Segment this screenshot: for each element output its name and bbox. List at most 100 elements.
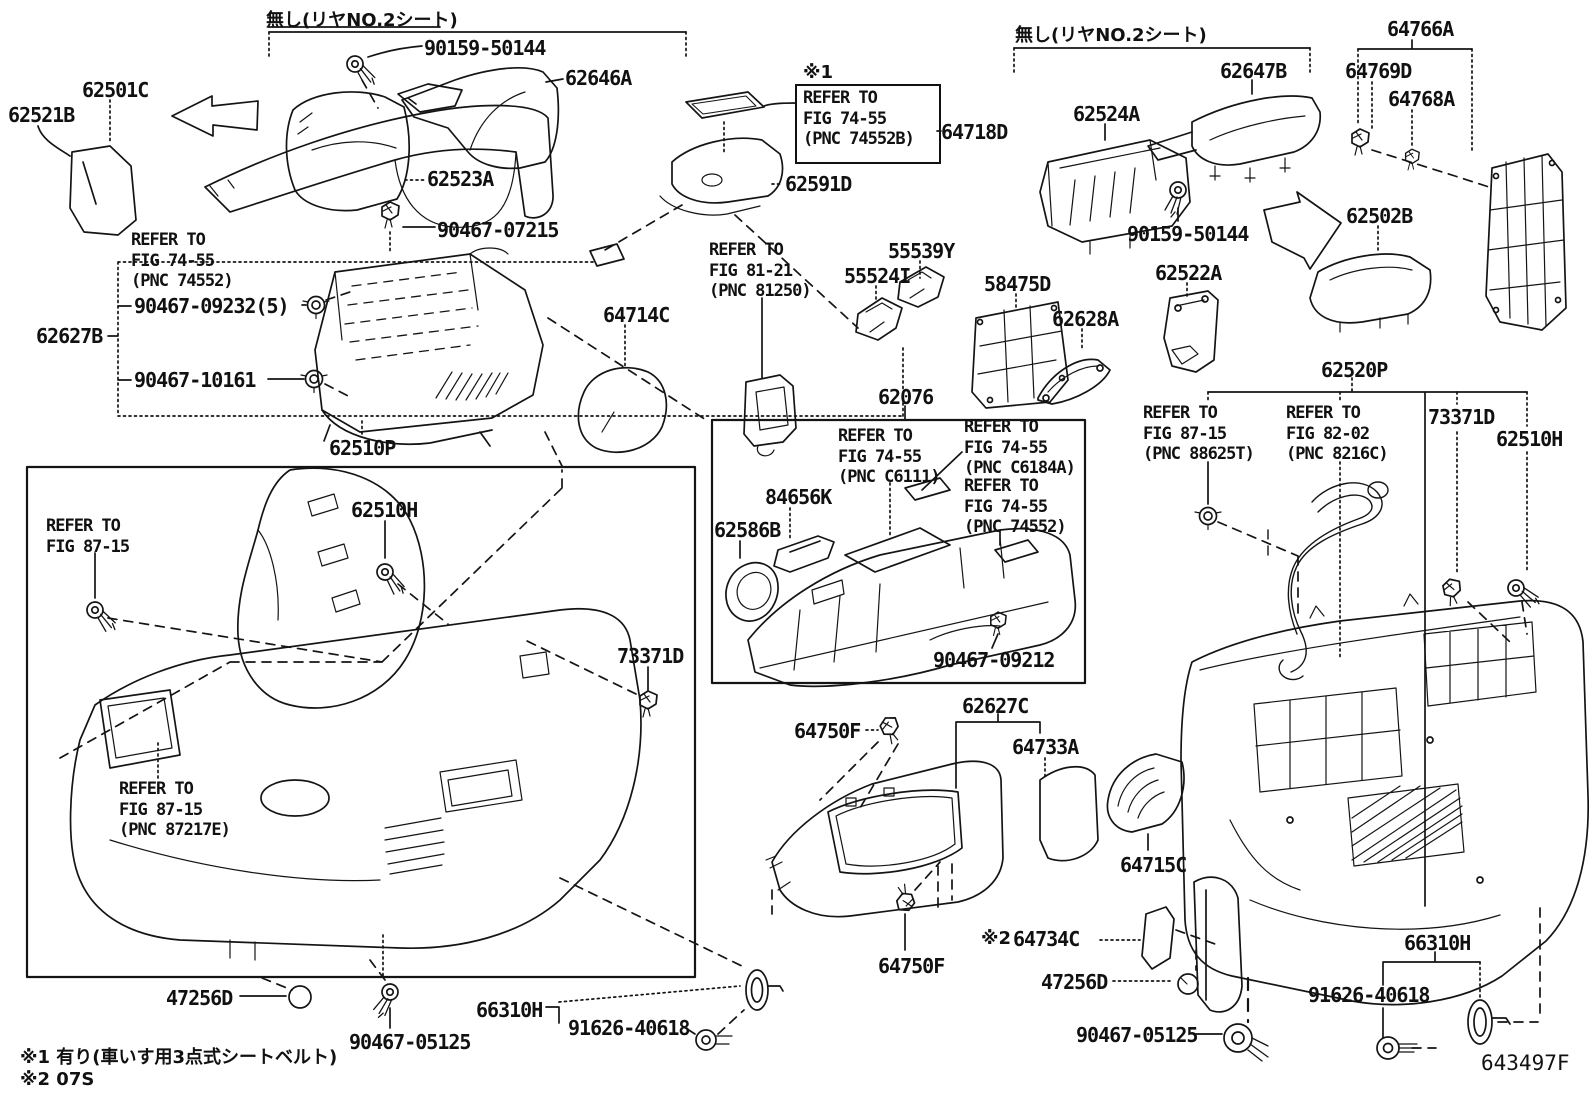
clip-icon-90467-07215 — [381, 201, 436, 253]
part-sketch-62501C — [109, 99, 554, 228]
part-label-62628A: 62628A — [1052, 307, 1119, 331]
part-label-62523A: 62523A — [427, 167, 494, 191]
part-sketch-62628A — [1037, 328, 1111, 405]
part-label-58475D: 58475D — [984, 272, 1051, 296]
part-sketch-64714C — [577, 324, 668, 454]
refer-label-81250: REFER TO FIG 81-21 (PNC 81250) — [709, 240, 812, 302]
clip-icon-64750F-top — [819, 713, 906, 809]
part-label-91626-40618-left: 91626-40618 — [568, 1016, 690, 1040]
part-label-62522A: 62522A — [1155, 261, 1222, 285]
part-label-84656K: 84656K — [765, 485, 832, 509]
screw-icon-91626-right — [1376, 1036, 1420, 1060]
part-sketch-62521B — [37, 125, 137, 236]
screw-icon-91626-left — [695, 1029, 733, 1051]
group-box-left — [25, 465, 697, 979]
clip-icon-55539Y — [897, 260, 945, 308]
part-label-90467-09232: 90467-09232(5) — [134, 294, 290, 318]
group-box-62076 — [710, 418, 1087, 685]
bracket-header-left — [268, 26, 687, 57]
footnote-1: ※1 有り(車いす用3点式シートベルト) — [20, 1047, 338, 1068]
refer-label-87217E: REFER TO FIG 87-15 (PNC 87217E) — [119, 779, 231, 841]
part-sketch-board-62076 — [725, 451, 1077, 688]
part-label-90159-50144-left: 90159-50144 — [424, 36, 546, 60]
part-label-64766A: 64766A — [1387, 17, 1454, 41]
part-label-64734C: 64734C — [1013, 927, 1080, 951]
part-sketch-62523A — [285, 91, 425, 212]
part-label-62524A: 62524A — [1073, 102, 1140, 126]
screw-icon-fig87-15 — [80, 598, 124, 636]
part-sketch-58475D — [971, 293, 1069, 409]
dashed-link-64766A — [1371, 149, 1493, 189]
clip-icon-64768A — [1404, 148, 1420, 171]
part-sketch-62522A — [1163, 282, 1219, 373]
part-label-62646A: 62646A — [565, 66, 632, 90]
part-label-64750F-bottom: 64750F — [878, 954, 945, 978]
part-sketch-64766A — [1485, 153, 1567, 331]
refer-box-outline-74552B — [795, 84, 941, 164]
part-label-64750F-top: 64750F — [794, 719, 861, 743]
header-no-rear-seat-right: 無し(リヤNO.2シート) — [1015, 25, 1207, 46]
door-stop-icon-66310H-left — [745, 969, 784, 1011]
part-label-55539Y: 55539Y — [888, 239, 955, 263]
clip-icon-73371D-right — [1441, 576, 1511, 643]
part-label-62501C: 62501C — [82, 78, 149, 102]
part-label-64714C: 64714C — [603, 303, 670, 327]
part-sketch-62524A — [1039, 123, 1191, 255]
part-sketch-64733A — [1039, 765, 1099, 862]
part-label-64769D: 64769D — [1345, 59, 1412, 83]
clip-icon-64769D — [1351, 128, 1370, 156]
part-label-64733A: 64733A — [1012, 735, 1079, 759]
part-sketch-64734C — [1099, 906, 1216, 970]
grommet-icon-90467-09232 — [301, 289, 357, 320]
part-sketch-seatbelt-wire — [1267, 481, 1389, 681]
arrow-left-icon — [171, 95, 259, 137]
clip-icon-55524I — [855, 285, 903, 341]
refer-label-C6184A: REFER TO FIG 74-55 (PNC C6184A) — [964, 417, 1076, 479]
part-sketch-62646A — [397, 67, 564, 170]
part-sketch-62502B — [1309, 225, 1432, 333]
screw-icon-90467-05125-left — [369, 934, 401, 1029]
part-label-90467-05125-left: 90467-05125 — [349, 1030, 471, 1054]
part-label-91626-40618-right: 91626-40618 — [1308, 983, 1430, 1007]
flag-note1: ※1 — [803, 62, 834, 83]
bracket-header-right — [1013, 47, 1311, 75]
part-label-66310H-right: 66310H — [1404, 931, 1471, 955]
arrow-right-icon — [1263, 191, 1342, 270]
clip-icon-73371D-left — [639, 690, 658, 718]
part-label-62627B: 62627B — [36, 324, 103, 348]
part-label-73371D-right: 73371D — [1428, 405, 1495, 429]
bracket-66310H-left — [545, 877, 784, 1051]
figure-code: 643497F — [1481, 1051, 1570, 1075]
part-sketch-64715C — [1106, 753, 1185, 851]
refer-label-74552B: REFER TO FIG 74-55 (PNC 74552B) — [803, 88, 915, 150]
part-label-55524I: 55524I — [844, 264, 911, 288]
part-label-90159-50144-right: 90159-50144 — [1127, 222, 1249, 246]
part-label-62520P: 62520P — [1321, 358, 1388, 382]
part-label-62586B: 62586B — [714, 518, 781, 542]
part-label-73371D-left: 73371D — [617, 644, 684, 668]
part-label-90467-05125-right: 90467-05125 — [1076, 1023, 1198, 1047]
grommet-icon-47256D-left — [239, 977, 312, 1009]
refer-label-88625T: REFER TO FIG 87-15 (PNC 88625T) — [1143, 403, 1255, 465]
part-label-64718D: 64718D — [941, 120, 1008, 144]
part-sketch-rear-quarter-trim-right — [1180, 593, 1590, 1021]
part-label-90467-09212: 90467-09212 — [933, 648, 1055, 672]
bracket-64766A — [1357, 39, 1473, 151]
screw-icon-90159-left — [340, 45, 423, 109]
part-label-62510P: 62510P — [329, 436, 396, 460]
part-label-64715C: 64715C — [1120, 853, 1187, 877]
screw-icon-90467-05125-right — [1193, 976, 1269, 1062]
refer-label-74552-2: REFER TO FIG 74-55 (PNC 74552) — [964, 476, 1067, 538]
part-label-62502B: 62502B — [1346, 204, 1413, 228]
door-stop-icon-66310H-right — [1467, 999, 1511, 1045]
grommet-icon-90467-10161 — [267, 369, 353, 399]
header-no-rear-seat-left: 無し(リヤNO.2シート) — [266, 10, 458, 31]
part-sketch-62647B — [1147, 79, 1321, 183]
grommet-icon-47256D-right — [1112, 949, 1199, 995]
part-sketch-left-box-content — [59, 467, 658, 961]
part-label-47256D-left: 47256D — [166, 986, 233, 1010]
refer-label-C6111: REFER TO FIG 74-55 (PNC C6111) — [838, 426, 941, 488]
refer-label-8216C: REFER TO FIG 82-02 (PNC 8216C) — [1286, 403, 1389, 465]
screw-icon-90159-right — [1164, 181, 1187, 222]
